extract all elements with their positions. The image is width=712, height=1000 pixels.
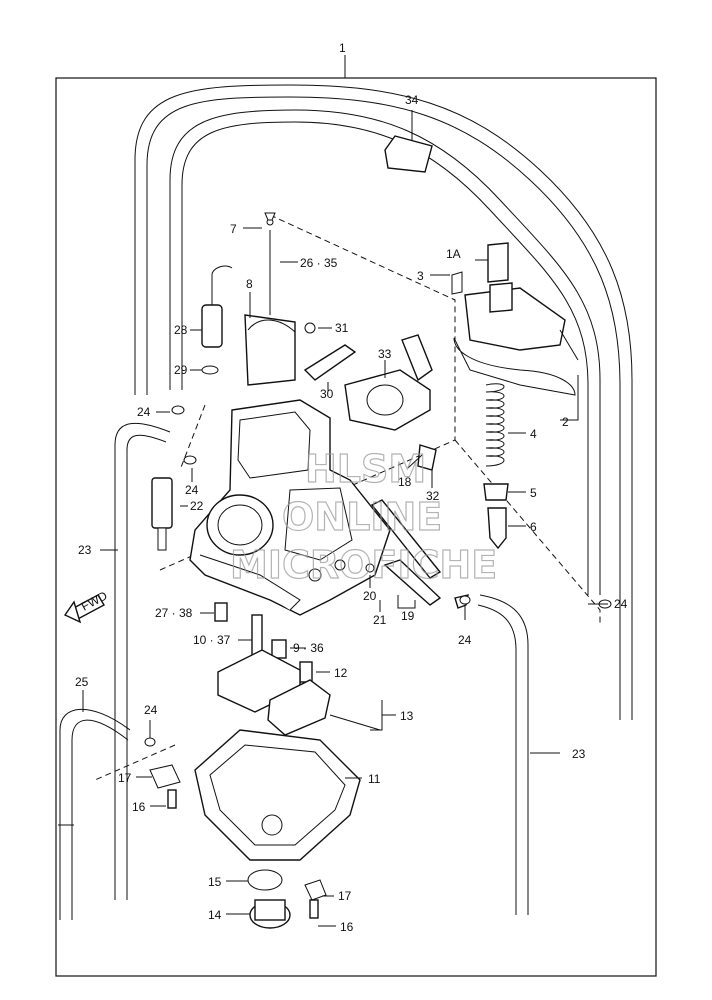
fwd-arrow-icon: FWD (63, 588, 110, 624)
label-12: 12 (334, 666, 348, 680)
float (217, 649, 381, 736)
label-17b: 17 (338, 889, 352, 903)
label-21: 21 (373, 613, 387, 627)
watermark-line-1: HLSM (305, 447, 426, 491)
label-34: 34 (405, 93, 419, 107)
label-2: 2 (562, 415, 569, 429)
label-28: 28 (174, 323, 188, 337)
label-25: 25 (75, 675, 89, 689)
throttle-arm (303, 322, 433, 431)
watermark-line-3: MICROFICHE (230, 543, 497, 587)
needle-spring (485, 383, 505, 467)
label-10-37: 10 · 37 (193, 633, 231, 647)
label-24e: 24 (144, 703, 158, 717)
fuel-fitting (201, 265, 233, 375)
label-16a: 16 (132, 800, 146, 814)
label-15: 15 (208, 875, 222, 889)
carburetor-body (189, 399, 391, 616)
label-6: 6 (530, 520, 537, 534)
label-18: 18 (398, 475, 412, 489)
watermark-line-2: ONLINE (282, 495, 442, 539)
label-30: 30 (320, 387, 334, 401)
label-33: 33 (378, 347, 392, 361)
label-20: 20 (363, 589, 377, 603)
label-31: 31 (335, 321, 349, 335)
label-9-36: 9 · 36 (293, 641, 324, 655)
label-17a: 17 (118, 771, 132, 785)
label-1a: 1A (446, 247, 461, 261)
label-13: 13 (400, 709, 414, 723)
label-14: 14 (208, 908, 222, 922)
label-16b: 16 (340, 920, 354, 934)
part-labels: 1 34 1A 3 2 4 5 6 7 26 · 35 8 28 29 31 3… (75, 41, 628, 934)
label-23a: 23 (78, 543, 92, 557)
label-19: 19 (401, 609, 415, 623)
label-5: 5 (530, 486, 537, 500)
top-cap-assembly (451, 242, 576, 550)
label-8: 8 (246, 277, 253, 291)
label-26-35: 26 · 35 (300, 256, 338, 270)
watermark: HLSM ONLINE MICROFICHE (229, 446, 497, 587)
diagram-frame (55, 77, 657, 977)
label-7: 7 (230, 222, 237, 236)
throttle-cable (134, 84, 633, 720)
label-24b: 24 (185, 483, 199, 497)
label-22: 22 (190, 499, 204, 513)
float-bowl (149, 729, 361, 929)
label-24d: 24 (458, 633, 472, 647)
label-4: 4 (530, 427, 537, 441)
slide-valve (244, 218, 296, 386)
label-24c: 24 (614, 597, 628, 611)
label-3: 3 (417, 269, 424, 283)
label-24a: 24 (137, 405, 151, 419)
label-27-38: 27 · 38 (155, 606, 193, 620)
label-1: 1 (339, 41, 346, 55)
label-32: 32 (426, 489, 440, 503)
jets-and-screws (151, 444, 469, 683)
label-23b: 23 (572, 747, 586, 761)
vent-hoses (58, 422, 529, 920)
leader-lines (82, 110, 608, 927)
label-11: 11 (368, 772, 381, 786)
label-29: 29 (174, 363, 188, 377)
